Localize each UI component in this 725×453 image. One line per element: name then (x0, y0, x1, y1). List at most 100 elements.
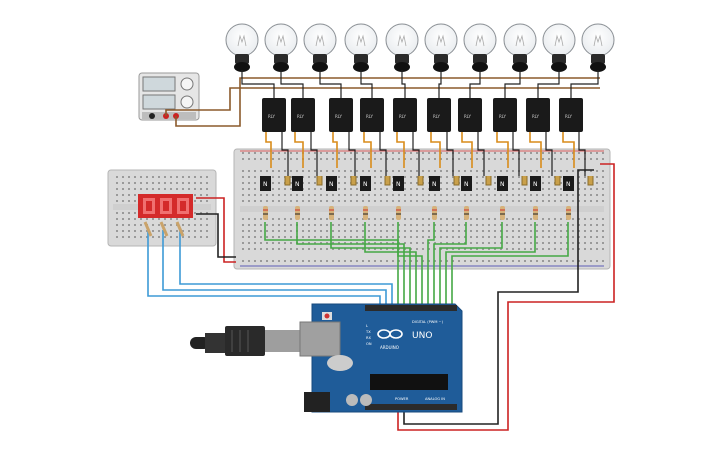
signal-wire (397, 222, 423, 305)
orange-wire (496, 132, 509, 168)
diode (284, 176, 291, 186)
relay-ground-wire (310, 132, 318, 176)
transistor-label: N (295, 181, 300, 188)
transistor-label: N (464, 181, 469, 188)
transistor: N (292, 176, 323, 191)
bulb-wire (504, 70, 521, 98)
bulb-wire (401, 70, 406, 98)
resistor (464, 206, 469, 220)
transistor-label: N (329, 181, 334, 188)
relay-label: RLY (565, 114, 572, 119)
signal-wire (427, 222, 435, 305)
transistor: N (461, 176, 492, 191)
usb-cable (190, 326, 305, 356)
light-bulb (303, 23, 337, 72)
signal-wire (439, 222, 503, 305)
diode (384, 176, 391, 186)
diode (316, 176, 323, 186)
relay-ground-wire (446, 132, 454, 176)
signal-wire (451, 222, 569, 305)
relay-ground-wire (578, 132, 586, 176)
relay: RLY (458, 70, 482, 132)
bulb-wire (570, 70, 599, 98)
relay-ground-wire (412, 132, 420, 176)
relay: RLY (493, 70, 521, 132)
bulb-wire (319, 70, 342, 98)
light-bulb (542, 23, 576, 72)
relay: RLY (559, 70, 599, 132)
light-bulbs (225, 23, 615, 72)
light-bulb (225, 23, 259, 72)
l-label: L (366, 324, 368, 328)
transistor: N (393, 176, 424, 191)
analog-header (365, 404, 457, 410)
relay-ground-wire (545, 132, 553, 176)
transistor-label: N (533, 181, 538, 188)
diode (587, 176, 594, 186)
relay-ground-wire (281, 132, 289, 176)
digital-header (365, 305, 457, 311)
resistor (566, 206, 571, 220)
bulb-wire (438, 70, 442, 98)
green-signal-wires (264, 222, 569, 305)
resistor (500, 206, 505, 220)
transistor: N (326, 176, 357, 191)
orange-wire (396, 132, 405, 168)
diode (350, 176, 357, 186)
relay: RLY (280, 70, 315, 132)
orange-wire (461, 132, 473, 168)
light-bulb (344, 23, 378, 72)
signal-wire (296, 222, 405, 305)
diode (453, 176, 460, 186)
power-label: POWER (395, 397, 409, 401)
resistor (295, 206, 300, 220)
orange-wire (430, 132, 441, 168)
relay: RLY (241, 70, 286, 132)
relay-ground-wire (512, 132, 520, 176)
power-wires (196, 163, 615, 431)
relay-label: RLY (268, 114, 275, 119)
bulb-wire (469, 70, 481, 98)
seven-segment-displays (138, 194, 193, 218)
orange-wire (529, 132, 542, 168)
relay-ground-wire (379, 132, 387, 176)
orange-wire (294, 132, 304, 168)
digital-label: DIGITAL (PWM ~) (412, 320, 444, 324)
signal-wire (330, 222, 411, 305)
transistor-label: N (396, 181, 401, 188)
transistor: N (563, 176, 594, 191)
resistors (263, 206, 571, 220)
resistor (432, 206, 437, 220)
power-supply (138, 72, 200, 121)
arduino-uno: ARDUINO UNO DIGITAL (PWM ~) ANALOG IN PO… (299, 303, 463, 413)
light-bulb (463, 23, 497, 72)
orange-wires (265, 132, 586, 176)
resistor (263, 206, 268, 220)
transistor: N (497, 176, 528, 191)
relay: RLY (393, 70, 417, 132)
transistor: N (429, 176, 460, 191)
arduino-model: UNO (412, 331, 432, 341)
orange-wire (265, 132, 272, 168)
resistor (396, 206, 401, 220)
diode (417, 176, 424, 186)
signal-wire (433, 222, 467, 305)
transistor-label: N (263, 181, 268, 188)
resistor (329, 206, 334, 220)
relay-ground-wire (348, 132, 356, 176)
transistor-label: N (363, 181, 368, 188)
relay: RLY (526, 70, 560, 132)
light-bulb (503, 23, 537, 72)
orange-wire (363, 132, 372, 168)
light-bulb (264, 23, 298, 72)
relay-label: RLY (464, 114, 471, 119)
transistor-label: N (500, 181, 505, 188)
light-bulb (385, 23, 419, 72)
relay: RLY (319, 70, 353, 132)
relay-label: RLY (366, 114, 373, 119)
light-bulb (581, 23, 615, 72)
relay-label: RLY (297, 114, 304, 119)
